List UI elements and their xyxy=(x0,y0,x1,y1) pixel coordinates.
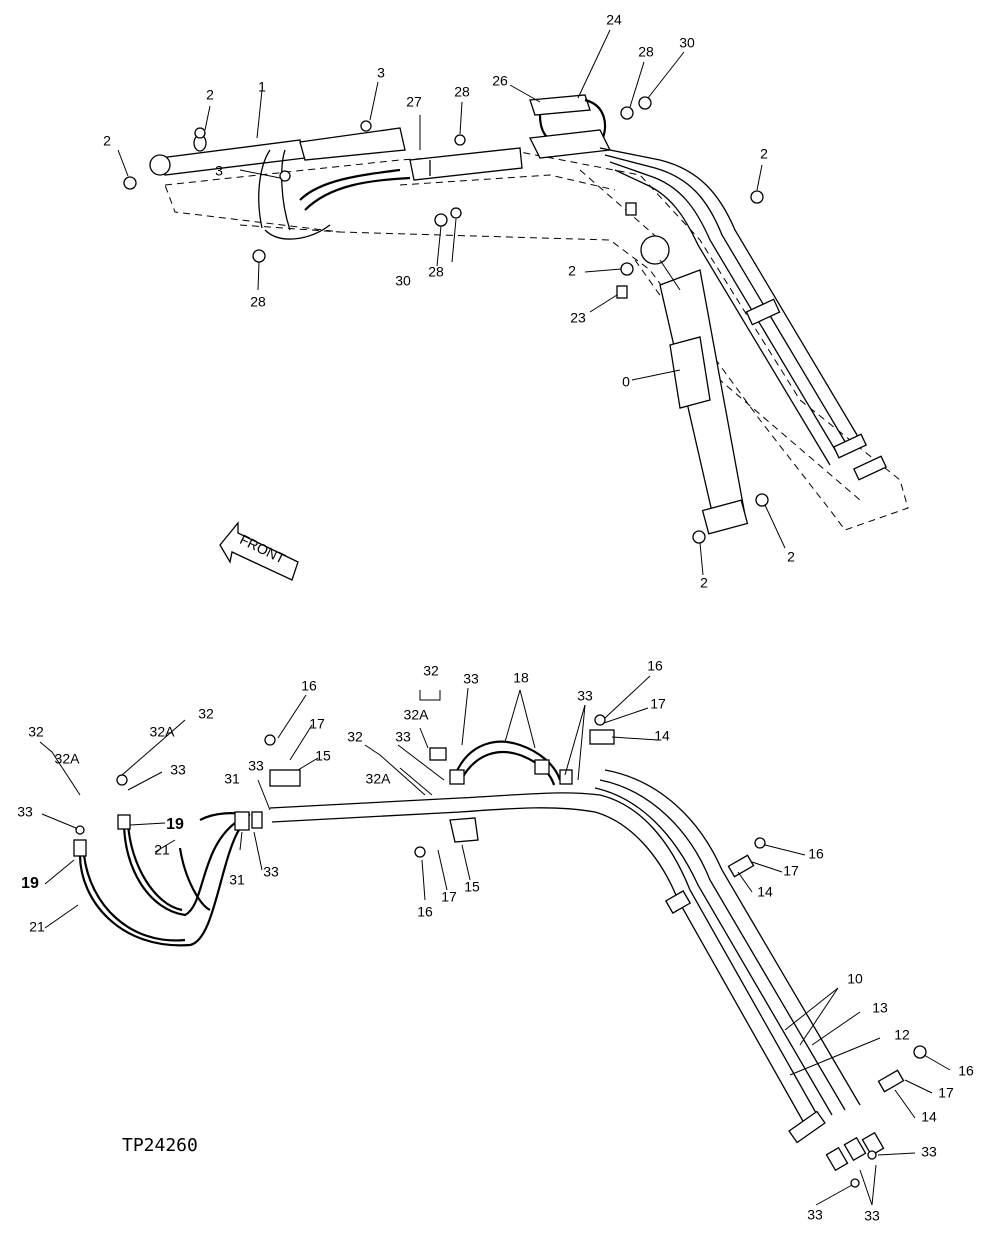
callout-b-18: 18 xyxy=(513,670,529,686)
callout-t-28a: 28 xyxy=(454,84,470,100)
callout-t-1: 1 xyxy=(258,79,266,95)
callout-b-17a: 17 xyxy=(309,716,325,732)
callout-b-19b: 19 xyxy=(21,875,39,892)
callout-b-16e: 16 xyxy=(958,1063,974,1079)
callout-t-2f: 2 xyxy=(700,575,708,591)
callout-b-31b: 31 xyxy=(229,872,245,888)
callout-t-3b: 3 xyxy=(215,163,223,179)
callout-b-17c: 17 xyxy=(441,889,457,905)
callout-t-30b: 30 xyxy=(395,273,411,289)
callout-b-32Ad: 32A xyxy=(404,707,430,723)
callout-t-28b: 28 xyxy=(638,44,654,60)
callout-b-17b: 17 xyxy=(650,696,666,712)
callout-b-32Ab: 32A xyxy=(150,724,176,740)
callout-b-19a: 19 xyxy=(166,816,184,833)
callout-b-33e: 33 xyxy=(395,729,411,745)
front-direction-arrow: FRONT xyxy=(219,521,299,581)
lower-hose-assembly xyxy=(39,675,951,1206)
callout-b-21b: 21 xyxy=(29,919,45,935)
callout-b-16c: 16 xyxy=(417,904,433,920)
callout-b-14a: 14 xyxy=(654,728,670,744)
callout-b-13: 13 xyxy=(872,1000,888,1016)
callout-t-23: 23 xyxy=(570,310,586,326)
callout-b-31a: 31 xyxy=(224,771,240,787)
callout-t-0: 0 xyxy=(622,374,630,390)
callout-b-32c: 32 xyxy=(347,729,363,745)
callout-b-17e: 17 xyxy=(938,1085,954,1101)
callout-t-2b: 2 xyxy=(103,133,111,149)
callout-b-12: 12 xyxy=(894,1027,910,1043)
callout-t-2c: 2 xyxy=(760,146,768,162)
callout-b-33g: 33 xyxy=(577,688,593,704)
callout-b-32b: 32 xyxy=(198,706,214,722)
callout-t-2e: 2 xyxy=(787,549,795,565)
callout-b-32a: 32 xyxy=(28,724,44,740)
callout-t-2a: 2 xyxy=(206,87,214,103)
callout-t-28d: 28 xyxy=(428,264,444,280)
figure-id: TP24260 xyxy=(122,1135,198,1156)
callout-b-32d: 32 xyxy=(423,663,439,679)
callout-b-15b: 15 xyxy=(464,879,480,895)
callout-t-30a: 30 xyxy=(679,35,695,51)
callout-b-32Ac: 32A xyxy=(366,771,392,787)
callout-b-33h: 33 xyxy=(921,1144,937,1160)
callout-b-17d: 17 xyxy=(783,863,799,879)
callout-b-33a: 33 xyxy=(170,762,186,778)
callout-b-16a: 16 xyxy=(301,678,317,694)
callout-b-16b: 16 xyxy=(647,658,663,674)
callout-b-15a: 15 xyxy=(315,748,331,764)
upper-boom-assembly xyxy=(117,29,909,576)
callout-b-16d: 16 xyxy=(808,846,824,862)
callout-b-14b: 14 xyxy=(757,884,773,900)
callout-b-32Aa: 32A xyxy=(55,751,81,767)
callout-t-2d: 2 xyxy=(568,263,576,279)
callout-b-33i: 33 xyxy=(807,1207,823,1223)
top-callout-labels: 1 2 2 3 3 27 28 26 24 28 30 2 28 30 28 2… xyxy=(103,12,795,591)
callout-b-33f: 33 xyxy=(463,671,479,687)
callout-t-26: 26 xyxy=(492,73,508,89)
callout-b-10: 10 xyxy=(847,971,863,987)
callout-b-21a: 21 xyxy=(154,842,170,858)
callout-b-33c: 33 xyxy=(248,758,264,774)
callout-b-14c: 14 xyxy=(921,1109,937,1125)
callout-t-28c: 28 xyxy=(250,294,266,310)
callout-b-33j: 33 xyxy=(864,1208,880,1224)
callout-t-3a: 3 xyxy=(377,65,385,81)
callout-t-27: 27 xyxy=(406,94,422,110)
callout-b-33d: 33 xyxy=(263,864,279,880)
callout-t-24: 24 xyxy=(606,12,622,28)
callout-b-33b: 33 xyxy=(17,804,33,820)
bottom-callout-labels: 32 32A 32 32A 33 33 19 19 21 21 31 31 33… xyxy=(17,658,974,1224)
